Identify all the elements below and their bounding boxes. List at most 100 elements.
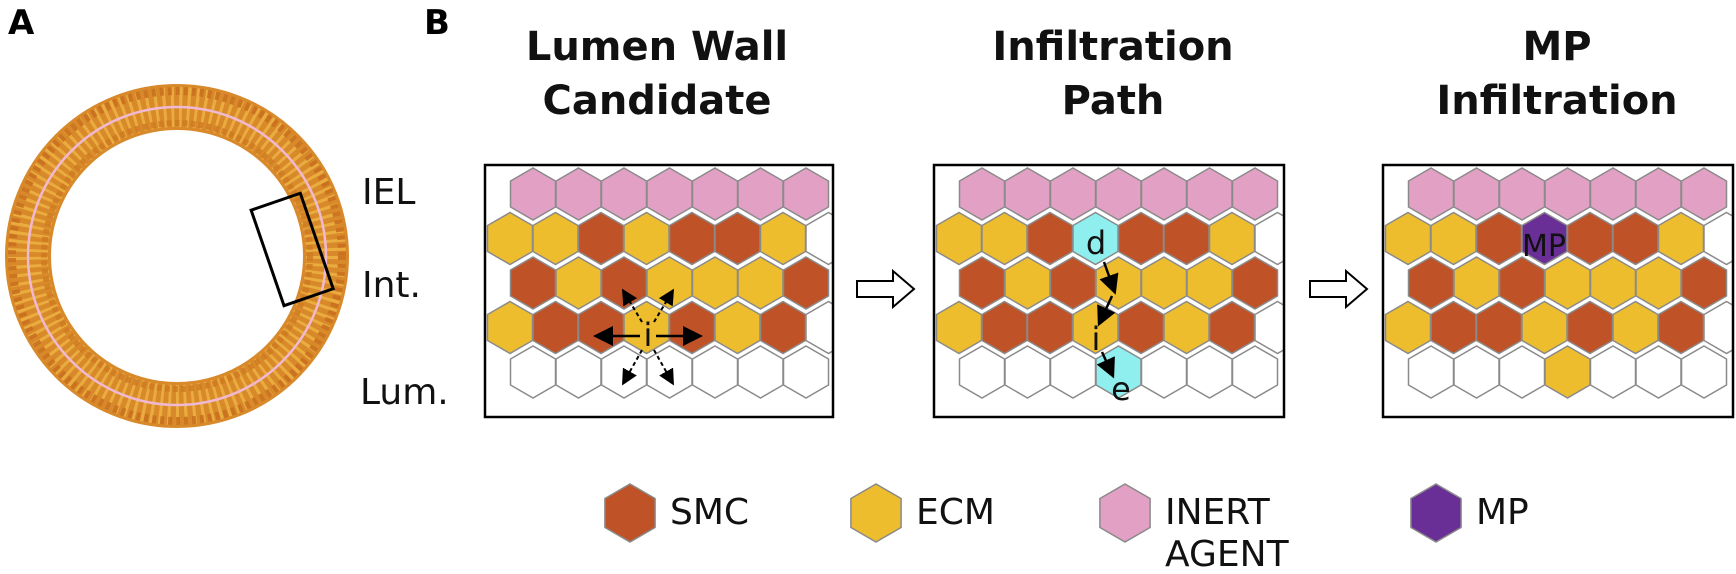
hex-cell-lumen (1187, 346, 1232, 398)
hex-cell-smc (761, 302, 806, 354)
hex-cell-ecm (1613, 302, 1658, 354)
hex-cell-smc (511, 257, 556, 309)
hex-cell-lumen (1051, 346, 1096, 398)
exit-cell-label: e (1111, 370, 1131, 408)
hex-cell-lumen (556, 346, 601, 398)
hex-cell-ecm (1545, 257, 1590, 309)
hex-cell-inert (1545, 168, 1590, 220)
hex-cell-smc (1210, 302, 1255, 354)
hex-cell-lumen (602, 346, 647, 398)
hex-cell-inert (960, 168, 1005, 220)
hex-cell-ecm (982, 213, 1027, 265)
hex-cell-inert (1500, 168, 1545, 220)
legend-swatch-inert (1100, 484, 1150, 542)
hex-cell-ecm (1659, 213, 1704, 265)
vessel-wall-texture-3 (44, 123, 310, 389)
hex-cell-smc (1028, 302, 1073, 354)
hex-cell-ecm (1636, 257, 1681, 309)
hex-cell-lumen (1255, 302, 1300, 354)
hex-cell-smc (1119, 302, 1164, 354)
hex-cell-lumen (806, 213, 851, 265)
hex-cell-inert (1051, 168, 1096, 220)
hex-cell-ecm (937, 302, 982, 354)
hex-cell-ecm (488, 302, 533, 354)
hex-cell-ecm (1454, 257, 1499, 309)
hex-cell-smc (1164, 213, 1209, 265)
legend-label-inert: INERT (1165, 492, 1271, 533)
hex-cell-smc (1477, 213, 1522, 265)
hex-cell-smc (670, 302, 715, 354)
hex-cell-lumen (738, 346, 783, 398)
legend-swatch-smc (605, 484, 655, 542)
panel-title-2-line2: Path (1062, 78, 1165, 124)
hex-cell-ecm (533, 213, 578, 265)
hex-cell-smc (784, 257, 829, 309)
hex-cell-inert (1005, 168, 1050, 220)
hex-cell-lumen (1636, 346, 1681, 398)
hex-cell-inert (556, 168, 601, 220)
hex-cell-ecm (1164, 302, 1209, 354)
hex-cell-inert (1409, 168, 1454, 220)
legend-label-agent: AGENT (1165, 534, 1290, 574)
hex-cell-ecm (556, 257, 601, 309)
hex-cell-smc (1500, 257, 1545, 309)
vessel-cross-section (12, 91, 342, 421)
panel-title-3-line2: Infiltration (1436, 78, 1677, 124)
hex-cell-ecm (1386, 302, 1431, 354)
hex-grid-mp-infiltration (1386, 168, 1736, 398)
hex-cell-ecm (1187, 257, 1232, 309)
hex-cell-inert (602, 168, 647, 220)
hex-cell-smc (1682, 257, 1727, 309)
hex-cell-ecm (1431, 213, 1476, 265)
hex-cell-lumen (1591, 346, 1636, 398)
hex-cell-ecm (488, 213, 533, 265)
hex-cell-ecm (693, 257, 738, 309)
hex-cell-smc (1659, 302, 1704, 354)
layer-label-intima: Int. (362, 265, 421, 306)
hex-cell-lumen (1142, 346, 1187, 398)
hex-cell-inert (1142, 168, 1187, 220)
hex-cell-lumen (647, 346, 692, 398)
path-candidate-label: i (1092, 320, 1101, 358)
hex-cell-lumen (1704, 213, 1736, 265)
hex-cell-inert (647, 168, 692, 220)
legend-label-mp: MP (1476, 492, 1529, 533)
hex-cell-ecm (1545, 346, 1590, 398)
hex-cell-inert (1591, 168, 1636, 220)
hex-cell-smc (602, 257, 647, 309)
hex-cell-smc (1431, 302, 1476, 354)
hex-cell-lumen (784, 346, 829, 398)
hex-cell-lumen (693, 346, 738, 398)
panel-title-2-line1: Infiltration (992, 24, 1233, 70)
hex-grid-infiltration-path (937, 168, 1301, 398)
panel-label-a: A (8, 3, 35, 43)
hex-cell-smc (1233, 257, 1278, 309)
hex-cell-ecm (1142, 257, 1187, 309)
hex-cell-lumen (1005, 346, 1050, 398)
hex-cell-lumen (511, 346, 556, 398)
panel-title-3-line1: MP (1522, 24, 1591, 70)
hex-cell-inert (738, 168, 783, 220)
legend-label-smc: SMC (670, 492, 749, 533)
hex-cell-smc (1028, 213, 1073, 265)
hex-cell-ecm (1522, 302, 1567, 354)
legend-swatch-ecm (851, 484, 901, 542)
process-arrow-2 (1310, 271, 1367, 307)
hex-cell-ecm (1096, 257, 1141, 309)
hex-cell-smc (579, 213, 624, 265)
hex-cell-smc (982, 302, 1027, 354)
hex-cell-ecm (1386, 213, 1431, 265)
layer-label-iel: IEL (362, 172, 415, 213)
hex-cell-lumen (1255, 213, 1300, 265)
hex-cell-inert (1096, 168, 1141, 220)
hex-cell-smc (960, 257, 1005, 309)
hex-cell-ecm (647, 257, 692, 309)
legend-swatch-mp (1411, 484, 1461, 542)
hex-cell-ecm (937, 213, 982, 265)
hex-cell-lumen (1409, 346, 1454, 398)
hex-cell-smc (579, 302, 624, 354)
hex-cell-lumen (960, 346, 1005, 398)
panel-title-1-line1: Lumen Wall (526, 24, 788, 70)
hex-cell-smc (1119, 213, 1164, 265)
